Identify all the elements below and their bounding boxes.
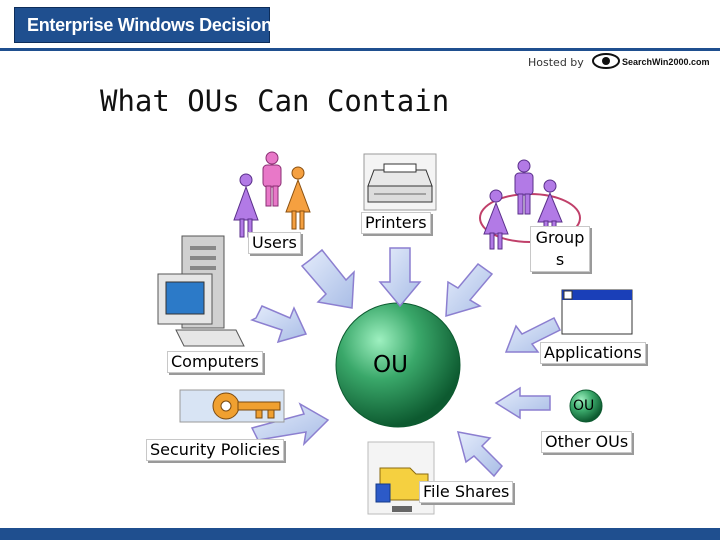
users-icon bbox=[233, 151, 311, 238]
header-rule bbox=[0, 48, 720, 51]
key-icon bbox=[179, 389, 285, 423]
printer-icon bbox=[363, 153, 437, 211]
footer-bar bbox=[0, 528, 720, 540]
eye-logo-icon bbox=[592, 53, 620, 69]
printers-label: Printers bbox=[361, 212, 431, 234]
arrow-from-users bbox=[300, 248, 355, 309]
groups-label: Group s bbox=[530, 226, 590, 272]
arrow-from-applications bbox=[504, 316, 562, 353]
users-label: Users bbox=[248, 232, 301, 254]
security-policies-label: Security Policies bbox=[146, 439, 284, 461]
computer-icon bbox=[157, 235, 245, 347]
hosted-by-label: Hosted by bbox=[528, 56, 584, 69]
application-window-icon bbox=[561, 289, 633, 335]
arrow-from-other-ous bbox=[494, 386, 551, 420]
arrow-from-printers bbox=[378, 247, 422, 308]
arrow-from-groups bbox=[445, 262, 494, 318]
arrow-from-security-policies bbox=[250, 402, 330, 447]
file-shares-label: File Shares bbox=[419, 481, 514, 503]
other-ous-label: Other OUs bbox=[541, 431, 633, 453]
other-ou-sphere-icon bbox=[569, 389, 603, 423]
other-ou-icon-label: OU bbox=[573, 398, 595, 414]
applications-label: Applications bbox=[540, 342, 646, 364]
computers-label: Computers bbox=[167, 351, 263, 373]
arrow-from-computers bbox=[250, 305, 308, 344]
banner-title: Enterprise Windows Decisions bbox=[27, 15, 282, 35]
arrow-from-file-shares bbox=[456, 431, 504, 478]
file-share-icon bbox=[367, 441, 435, 515]
sponsor-logo: SearchWin2000.com bbox=[622, 57, 710, 67]
center-ou-label: OU bbox=[373, 352, 408, 378]
slide-title: What OUs Can Contain bbox=[100, 84, 450, 118]
banner: Enterprise Windows Decisions bbox=[14, 7, 282, 43]
